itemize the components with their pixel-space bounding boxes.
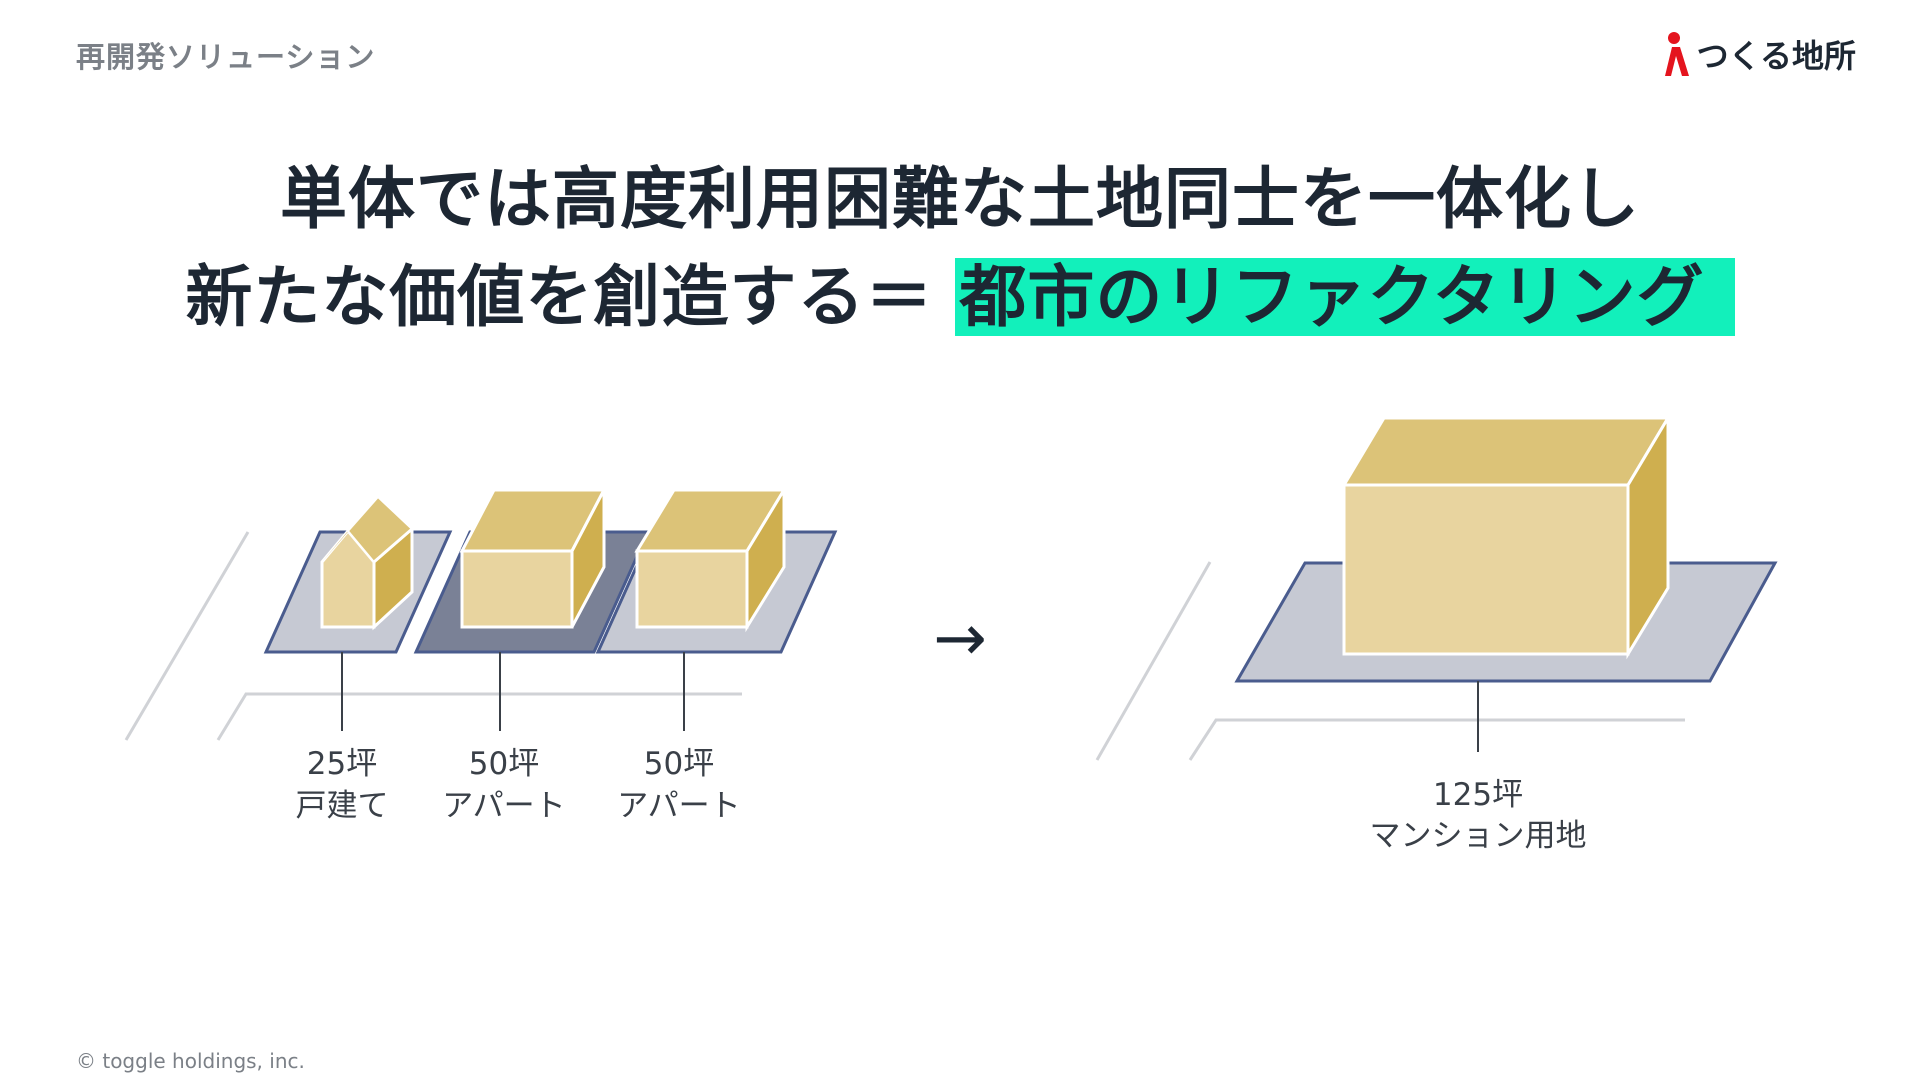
- street-line: [126, 532, 248, 740]
- apartment-front: [462, 551, 572, 627]
- lot-size-label: 25坪: [307, 746, 377, 782]
- lot-size-label: 50坪: [644, 746, 714, 782]
- before-scene: 25坪 戸建て 50坪 アパート 50坪 アパート: [126, 490, 835, 824]
- street-line: [218, 694, 742, 740]
- lot-type-label: アパート: [617, 788, 740, 824]
- apartment-front: [637, 551, 747, 627]
- mansion-front: [1344, 485, 1628, 654]
- mansion-building: [1344, 418, 1668, 654]
- apartment-building-1: [462, 490, 604, 627]
- lot-size-label: 50坪: [469, 746, 539, 782]
- copyright-footer: © toggle holdings, inc.: [76, 1049, 305, 1073]
- after-scene: 125坪 マンション用地: [1097, 418, 1775, 854]
- street-line: [1097, 562, 1210, 760]
- lot-size-label: 125坪: [1433, 777, 1523, 813]
- transform-arrow: →: [933, 602, 987, 676]
- lot-type-label: 戸建て: [296, 788, 389, 824]
- lot-type-label: アパート: [442, 788, 565, 824]
- lot-type-label: マンション用地: [1370, 818, 1587, 854]
- mansion-top: [1344, 418, 1668, 485]
- street-line: [1190, 720, 1685, 760]
